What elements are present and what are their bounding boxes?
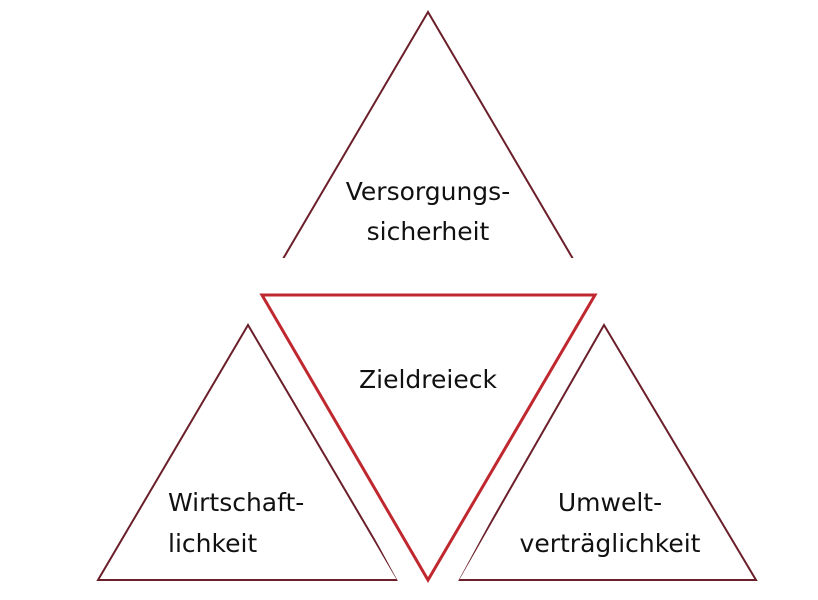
right-label-line2: verträglichkeit <box>520 529 701 558</box>
right-triangle <box>456 323 758 581</box>
gap-band-left <box>236 282 430 585</box>
gap-band-right <box>426 282 620 585</box>
left-label-line1: Wirtschaft- <box>168 488 304 517</box>
center-triangle <box>259 293 598 583</box>
left-triangle <box>96 323 400 581</box>
right-label-line1: Umwelt- <box>558 488 662 517</box>
left-label-line2: lichkeit <box>168 529 257 558</box>
center-label: Zieldreieck <box>359 365 497 394</box>
top-label-line1: Versorgungs- <box>346 177 510 206</box>
top-label-line2: sicherheit <box>367 217 490 246</box>
gap-band-top <box>250 258 606 282</box>
